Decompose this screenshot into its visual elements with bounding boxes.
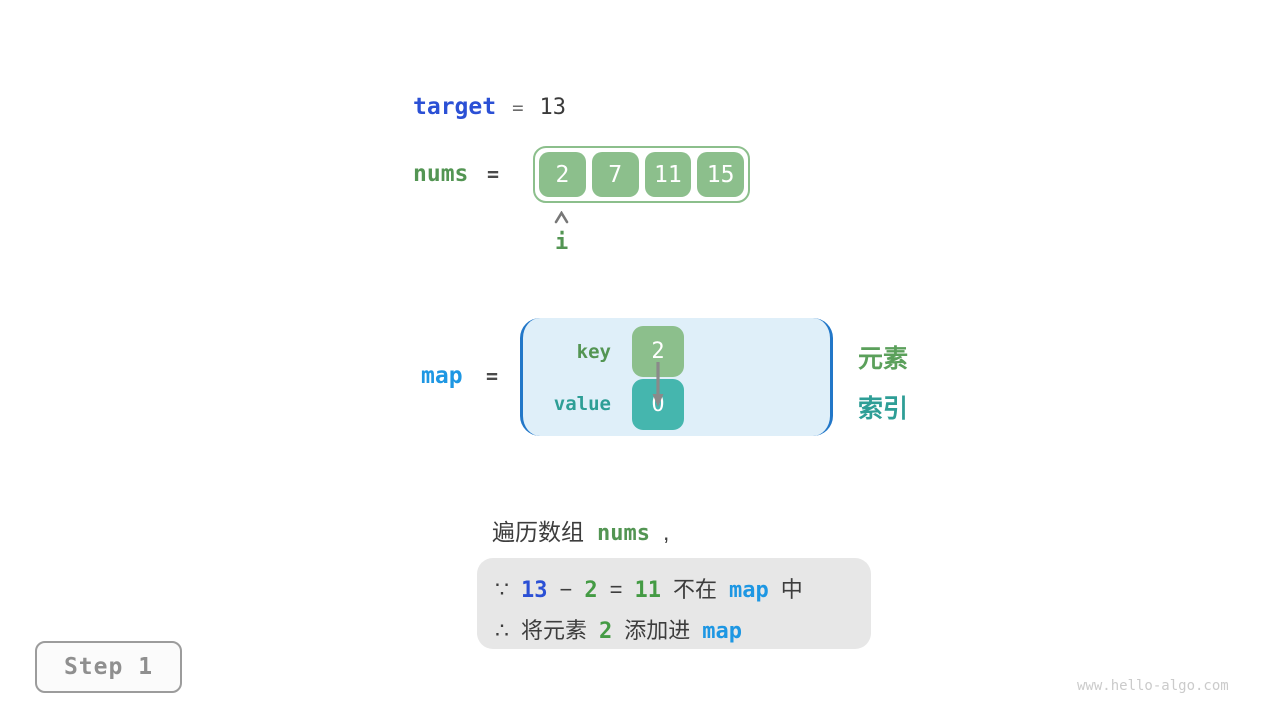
nums-equals-sign: = bbox=[487, 162, 500, 186]
note-line-therefore: ∴ 将元素 2 添加进 map bbox=[495, 613, 853, 645]
in-suffix-text: 中 bbox=[780, 577, 803, 602]
therefore-symbol: ∴ bbox=[495, 618, 509, 643]
step-badge: Step 1 bbox=[35, 641, 182, 693]
note-line-because: ∵ 13 − 2 = 11 不在 map 中 bbox=[495, 572, 853, 604]
map-variable-label: map bbox=[421, 363, 463, 389]
element-number: 2 bbox=[584, 578, 598, 603]
target-equals-sign: = bbox=[512, 97, 524, 119]
map-code-ref: map bbox=[728, 578, 769, 603]
index-annotation: 索引 bbox=[858, 395, 909, 423]
caption-line: 遍历数组 nums , bbox=[492, 513, 669, 547]
key-to-value-arrow-icon bbox=[650, 360, 666, 415]
nums-variable-label: nums bbox=[413, 161, 469, 187]
caption-nums-code: nums bbox=[597, 521, 650, 546]
map-code-ref: map bbox=[702, 619, 743, 644]
reasoning-note-box: ∵ 13 − 2 = 11 不在 map 中 ∴ 将元素 2 添加进 map bbox=[477, 558, 871, 649]
target-number: 13 bbox=[521, 578, 548, 603]
site-watermark: www.hello-algo.com bbox=[1077, 678, 1229, 694]
index-pointer-arrow-icon bbox=[554, 210, 569, 229]
add-element-text: 将元素 bbox=[521, 618, 588, 643]
array-cell: 15 bbox=[697, 152, 744, 197]
caption-comma: , bbox=[662, 519, 670, 545]
map-equals-sign: = bbox=[486, 364, 499, 388]
element-number: 2 bbox=[599, 619, 613, 644]
target-value: 13 bbox=[539, 95, 567, 120]
equals-sign: = bbox=[609, 577, 623, 602]
element-annotation: 元素 bbox=[858, 345, 909, 373]
add-into-text: 添加进 bbox=[624, 618, 691, 643]
array-cell: 7 bbox=[591, 152, 639, 197]
caption-prefix: 遍历数组 bbox=[492, 519, 584, 545]
not-in-text: 不在 bbox=[672, 577, 717, 602]
step-badge-label: Step 1 bbox=[63, 654, 154, 680]
target-assignment: target = 13 bbox=[413, 94, 566, 120]
minus-sign: − bbox=[559, 577, 573, 602]
index-pointer-label: i bbox=[555, 230, 569, 255]
map-key-label: key bbox=[576, 341, 611, 363]
target-variable-label: target bbox=[413, 94, 497, 120]
because-symbol: ∵ bbox=[495, 577, 509, 602]
nums-array: 2 7 11 15 bbox=[533, 146, 750, 203]
difference-number: 11 bbox=[634, 578, 661, 603]
array-cell: 11 bbox=[644, 152, 692, 197]
array-cell: 2 bbox=[539, 152, 586, 197]
map-value-label: value bbox=[553, 393, 611, 415]
